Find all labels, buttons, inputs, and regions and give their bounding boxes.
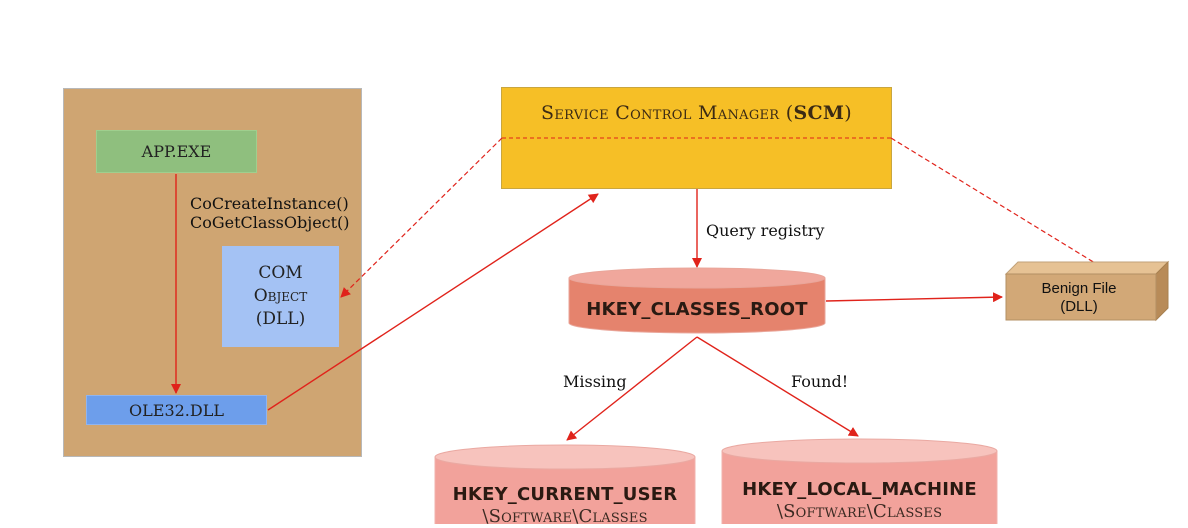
app-exe-node: APP.EXE xyxy=(96,130,257,173)
hkcr-to-hklm-arrow xyxy=(696,336,859,437)
benign-file-label: Benign File xyxy=(1041,280,1117,297)
scm-title-bold: SCM xyxy=(793,102,845,124)
ole32-label: OLE32.DLL xyxy=(129,400,224,420)
hkcr-cylinder xyxy=(568,267,826,334)
benign-dll-label: (DLL) xyxy=(1060,298,1098,315)
hkcu-cylinder xyxy=(434,444,696,524)
found-label: Found! xyxy=(791,372,849,391)
hklm-label: HKEY_LOCAL_MACHINE xyxy=(742,479,977,500)
missing-label: Missing xyxy=(563,372,627,391)
scm-title-suffix: ) xyxy=(844,102,852,124)
scm-to-benign-dashed-line xyxy=(890,137,1096,264)
app-exe-label: APP.EXE xyxy=(141,142,212,161)
ole32-node: OLE32.DLL xyxy=(86,395,267,425)
scm-title-prefix: Service Control Manager ( xyxy=(541,102,794,124)
hkcu-subpath: \Software\Classes xyxy=(482,506,648,527)
hkcu-text: HKEY_CURRENT_USER \Software\Classes xyxy=(435,484,695,528)
query-registry-label: Query registry xyxy=(706,221,825,240)
api-calls-label: CoCreateInstance() CoGetClassObject() xyxy=(190,194,350,232)
hkcu-label: HKEY_CURRENT_USER xyxy=(452,484,678,505)
com-object-node: COM Object (DLL) xyxy=(222,246,339,347)
com-object-line-2: Object xyxy=(253,286,308,306)
hkcr-label: HKEY_CLASSES_ROOT xyxy=(586,299,808,320)
benign-file-text: Benign File (DLL) xyxy=(1006,280,1152,316)
cogetclassobject-label: CoGetClassObject() xyxy=(190,213,350,232)
com-object-line-1: COM xyxy=(258,263,303,283)
scm-to-com-dashed-arrow xyxy=(340,137,503,298)
com-object-line-3: (DLL) xyxy=(255,309,306,329)
ole32-to-scm-arrow xyxy=(267,193,599,411)
hkcr-to-benign-arrow xyxy=(825,292,1003,303)
hklm-cylinder xyxy=(721,438,998,524)
cocreateinstance-label: CoCreateInstance() xyxy=(190,194,349,213)
hklm-subpath: \Software\Classes xyxy=(776,501,943,522)
scm-title: Service Control Manager (SCM) xyxy=(502,102,891,124)
hkcr-to-hkcu-arrow xyxy=(566,336,698,441)
hklm-text: HKEY_LOCAL_MACHINE \Software\Classes xyxy=(722,479,997,523)
benign-file-box xyxy=(1004,260,1170,322)
